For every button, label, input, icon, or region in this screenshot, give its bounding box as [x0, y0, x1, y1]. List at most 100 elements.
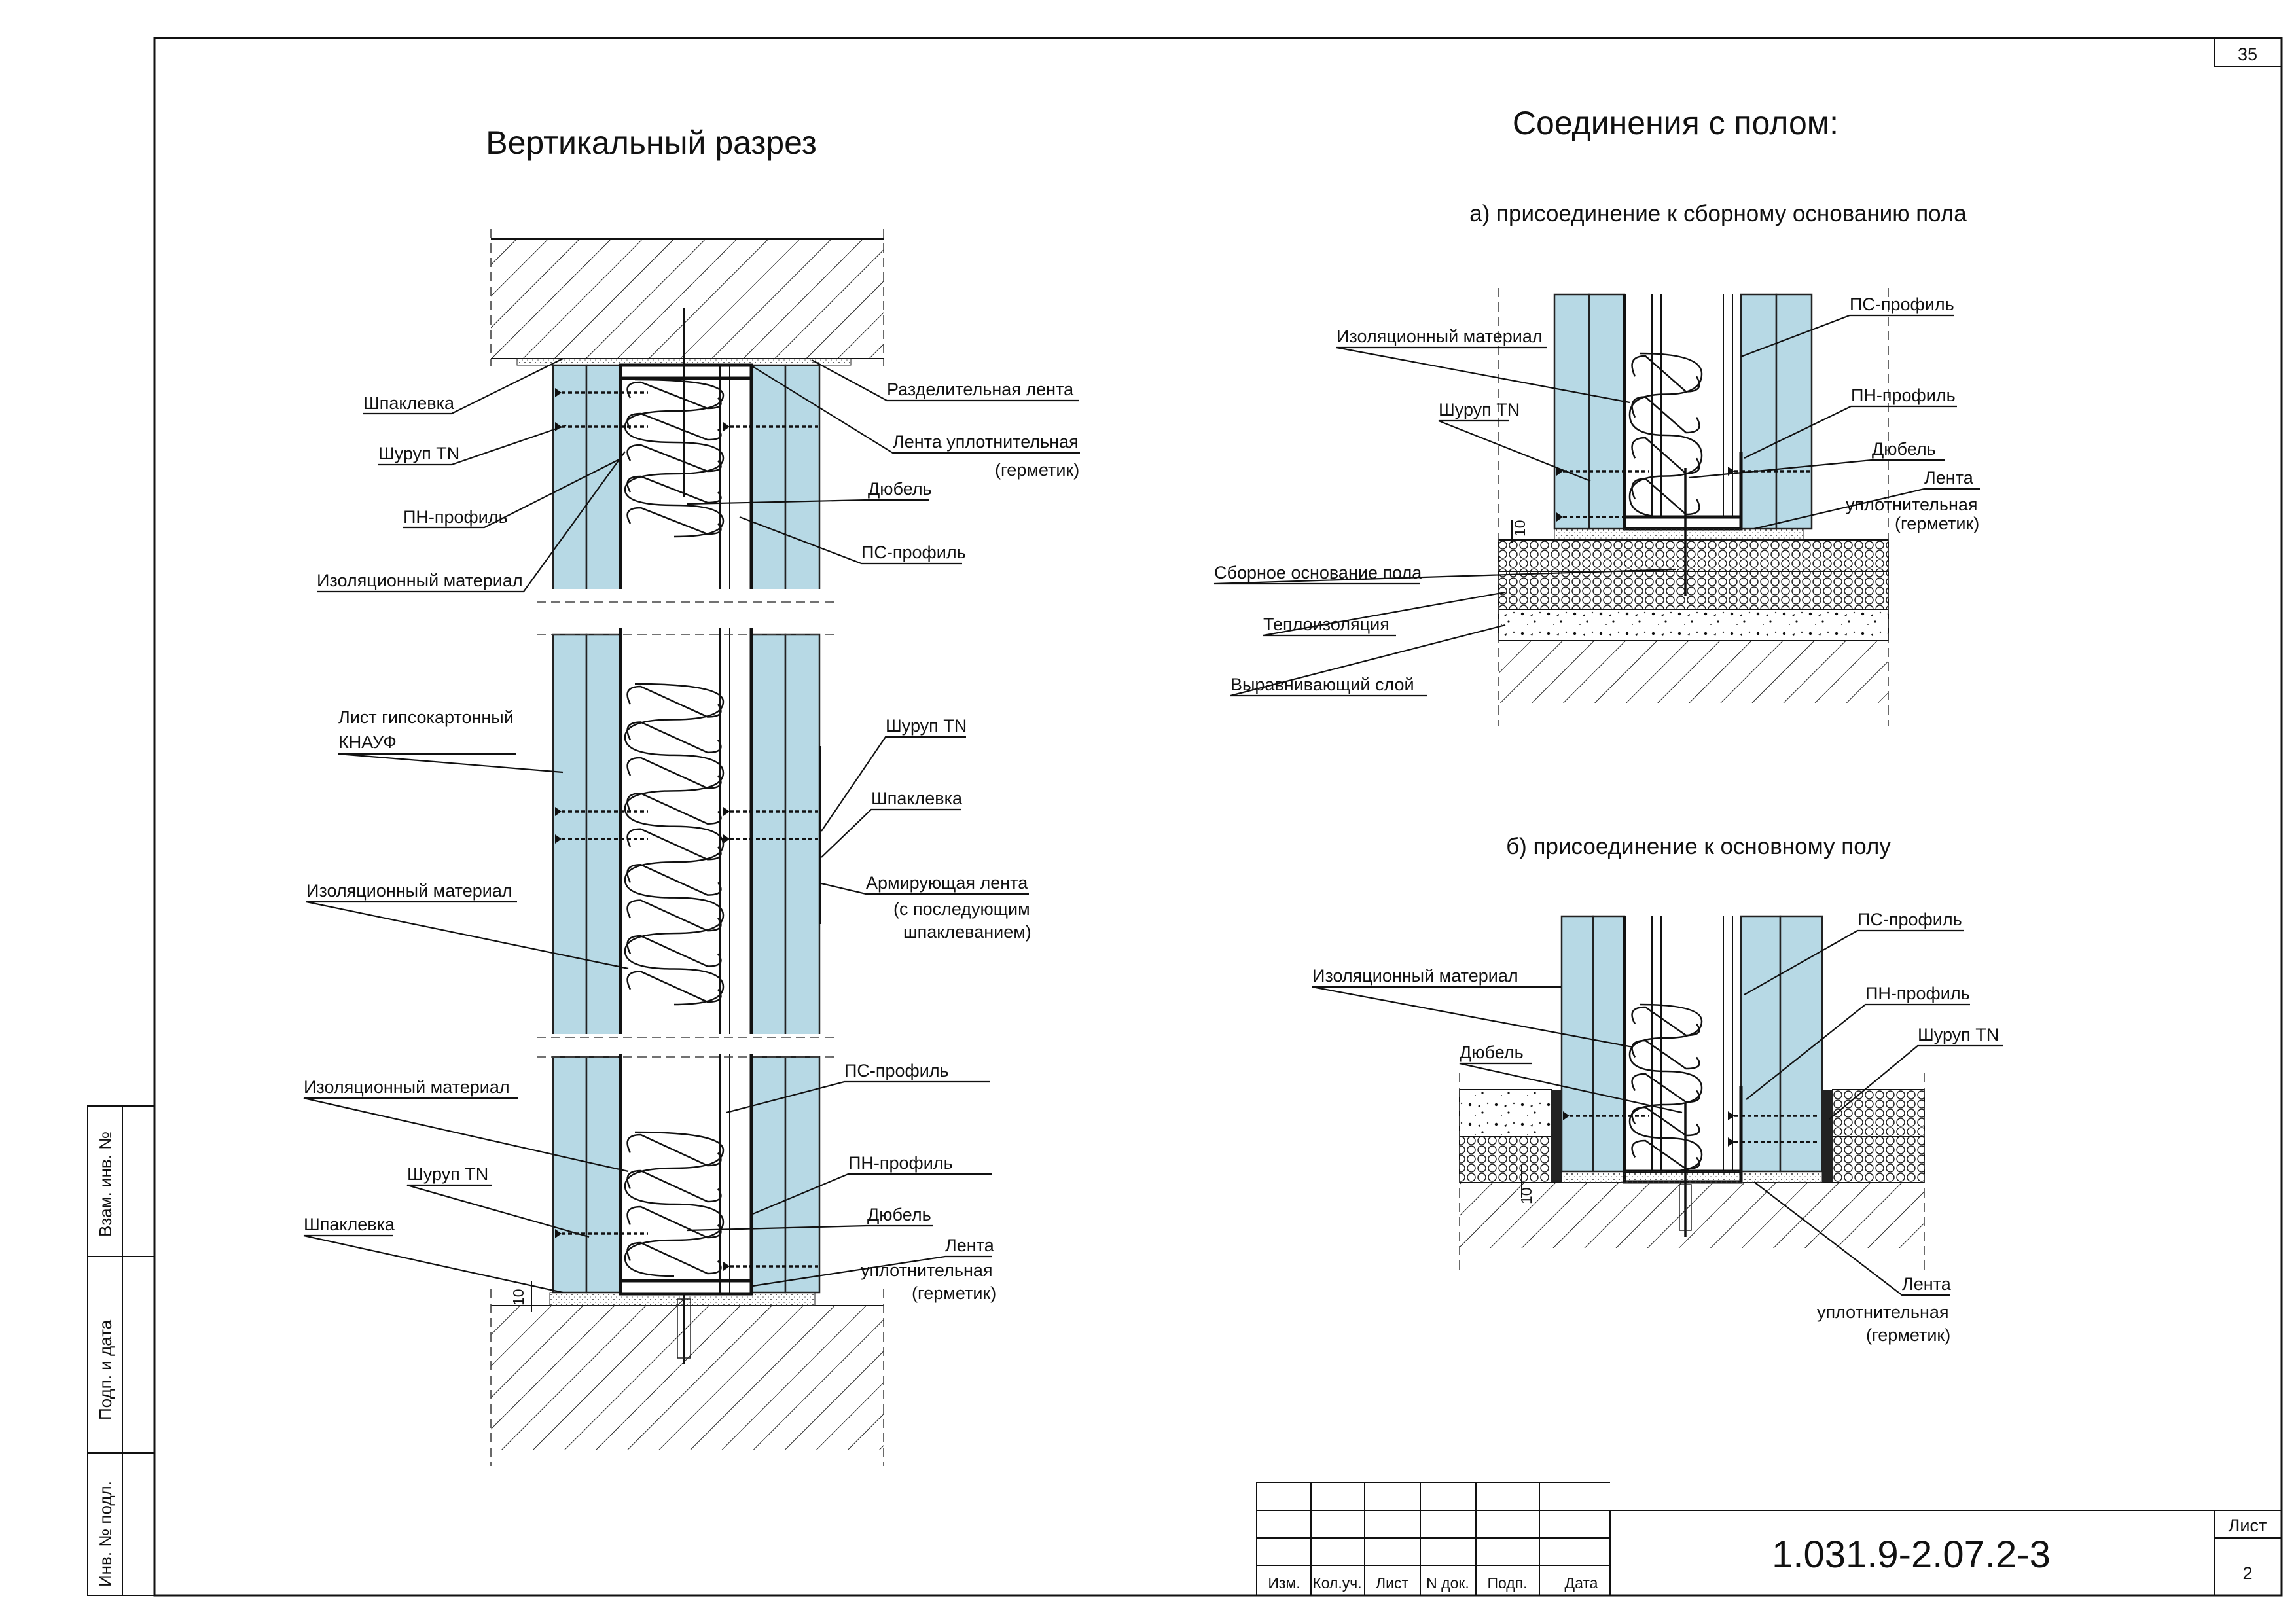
- db-dim-10: 10: [1518, 1187, 1535, 1204]
- lbl-shurup-top: Шуруп TN: [378, 444, 459, 463]
- sheet-number-box: [2214, 37, 2282, 67]
- tb-col-list: Лист: [1376, 1575, 1408, 1592]
- db-lbl-ps: ПС-профиль: [1857, 910, 1962, 929]
- leveling-layer: [1498, 609, 1889, 641]
- lbl-ps-bot: ПС-профиль: [844, 1061, 949, 1080]
- lbl-gkl-2: КНАУФ: [338, 732, 397, 752]
- da-lbl-pn: ПН-профиль: [1851, 385, 1956, 405]
- vs-gypsum-board: [585, 364, 622, 603]
- da-gypsum-board: [1588, 293, 1626, 530]
- prefab-floor-base: [1498, 539, 1889, 572]
- vs-insulation-bottom-fold: [626, 1133, 722, 1275]
- lbl-separating: Разделительная лента: [887, 380, 1074, 399]
- tb-col-koluch: Кол.уч.: [1312, 1575, 1361, 1592]
- lbl-reinf-3: шпаклеванием): [903, 922, 1031, 942]
- lbl-ins-bot: Изоляционный материал: [304, 1077, 510, 1097]
- vs-insulation-bottom: [624, 1131, 725, 1277]
- right-floor-top: [1832, 1089, 1925, 1137]
- detail-a-title: а) присоединение к сборному основанию по…: [1469, 201, 1967, 226]
- vs-insulation-top-fold: [626, 381, 722, 535]
- vs-screw-head: [555, 834, 562, 844]
- db-gypsum-board: [1740, 915, 1782, 1173]
- vertical-section: 10: [490, 229, 884, 1466]
- lbl-tape-bot-1: Лента: [945, 1236, 995, 1255]
- lbl-shurup-bot: Шуруп TN: [407, 1164, 488, 1184]
- db-lbl-tape-2: уплотнительная: [1817, 1302, 1949, 1322]
- left-floor-bottom: [1459, 1136, 1552, 1183]
- da-gypsum-board: [1740, 293, 1778, 530]
- da-lbl-shurup: Шуруп TN: [1439, 400, 1520, 419]
- vs-gypsum-board: [552, 633, 588, 1039]
- vs-gypsum-board: [552, 1056, 588, 1294]
- vs-screw-head: [555, 388, 562, 397]
- title-block: Изм. Кол.уч. Лист N док. Подп. Дата 1.03…: [1256, 1482, 2282, 1596]
- side-stamp: Взам. инв. № Подп. и дата Инв. № подл.: [87, 1105, 155, 1596]
- document-code: 1.031.9-2.07.2-3: [1772, 1533, 2051, 1576]
- db-lbl-tape-3: (герметик): [1866, 1325, 1950, 1345]
- da-insulation-fold: [1631, 355, 1700, 516]
- vs-screw-head: [723, 807, 730, 816]
- db-screw-head: [1728, 1137, 1734, 1147]
- tb-col-data: Дата: [1565, 1575, 1598, 1592]
- vertical-section-leaders: [303, 358, 1080, 1294]
- vs-dim-10: 10: [510, 1289, 527, 1306]
- da-lbl-tape-3: (герметик): [1895, 514, 1979, 533]
- vs-gypsum-board: [750, 364, 787, 603]
- lbl-sealing-2: (герметик): [995, 460, 1079, 480]
- lbl-dowel-bot: Дюбель: [867, 1205, 931, 1224]
- lbl-tape-bot-2: уплотнительная: [861, 1260, 993, 1280]
- lbl-shpaklevka-mid: Шпаклевка: [871, 789, 963, 808]
- vs-screw-head: [723, 834, 730, 844]
- vs-gypsum-board: [750, 1056, 787, 1294]
- da-dim-10: 10: [1511, 520, 1528, 537]
- tb-col-ndok: N док.: [1426, 1575, 1469, 1592]
- tb-col-podp: Подп.: [1487, 1575, 1527, 1592]
- stamp-vzam: Взам. инв. №: [96, 1132, 115, 1237]
- sheet-value: 2: [2242, 1563, 2252, 1583]
- db-screw-head: [1563, 1111, 1570, 1120]
- lbl-shurup-mid: Шуруп TN: [886, 716, 967, 736]
- left-title: Вертикальный разрез: [486, 124, 817, 161]
- vs-insulation-top: [624, 378, 725, 538]
- vs-insulation-mid: [624, 683, 725, 1006]
- lbl-ins-top: Изоляционный материал: [317, 571, 523, 590]
- da-lbl-prefab: Сборное основание пола: [1214, 563, 1422, 582]
- lbl-tape-bot-3: (герметик): [912, 1283, 996, 1303]
- stamp-inv: Инв. № подл.: [96, 1481, 115, 1587]
- vs-gypsum-board: [750, 633, 787, 1039]
- vs-screw-head: [555, 1229, 562, 1238]
- db-lbl-ins: Изоляционный материал: [1312, 966, 1518, 986]
- vs-screw-head: [723, 422, 730, 431]
- left-floor-top: [1459, 1089, 1552, 1137]
- lbl-ps-top: ПС-профиль: [861, 543, 966, 562]
- tb-col-izm: Изм.: [1268, 1575, 1300, 1592]
- da-lbl-tape-2: уплотнительная: [1846, 495, 1978, 514]
- lbl-ins-mid: Изоляционный материал: [306, 881, 512, 901]
- db-insulation: [1628, 1003, 1703, 1173]
- detail-a: 10: [1498, 288, 1889, 726]
- db-lbl-shurup: Шуруп TN: [1918, 1025, 1999, 1044]
- thermal-insulation-layer: [1498, 571, 1889, 610]
- sheet-label: Лист: [2229, 1516, 2267, 1535]
- pn-profile-top: [619, 363, 753, 380]
- db-lbl-tape-1: Лента: [1902, 1274, 1952, 1294]
- lbl-gkl-1: Лист гипсокартонный: [338, 707, 514, 727]
- db-lbl-dowel: Дюбель: [1460, 1043, 1524, 1062]
- vs-insulation-mid-fold: [626, 685, 722, 1003]
- detail-b-title: б) присоединение к основному полу: [1506, 834, 1891, 859]
- lbl-shpaklevka-bot: Шпаклевка: [304, 1215, 395, 1234]
- lbl-shpaklevka-top: Шпаклевка: [363, 393, 455, 413]
- vs-gypsum-board: [784, 364, 821, 603]
- lbl-sealing-1: Лента уплотнительная: [893, 432, 1079, 452]
- da-lbl-ins: Изоляционный материал: [1336, 327, 1543, 346]
- lbl-reinf-1: Армирующая лента: [866, 873, 1028, 893]
- pn-profile-bottom: [619, 1279, 753, 1296]
- db-insulation-fold: [1631, 1006, 1700, 1170]
- lbl-pn-top: ПН-профиль: [403, 507, 508, 527]
- outer-frame: [153, 37, 2283, 1597]
- stamp-podp: Подп. и дата: [96, 1319, 115, 1420]
- da-gypsum-board: [1553, 293, 1590, 530]
- da-lbl-dowel: Дюбель: [1872, 439, 1936, 459]
- vs-gypsum-board: [585, 633, 622, 1039]
